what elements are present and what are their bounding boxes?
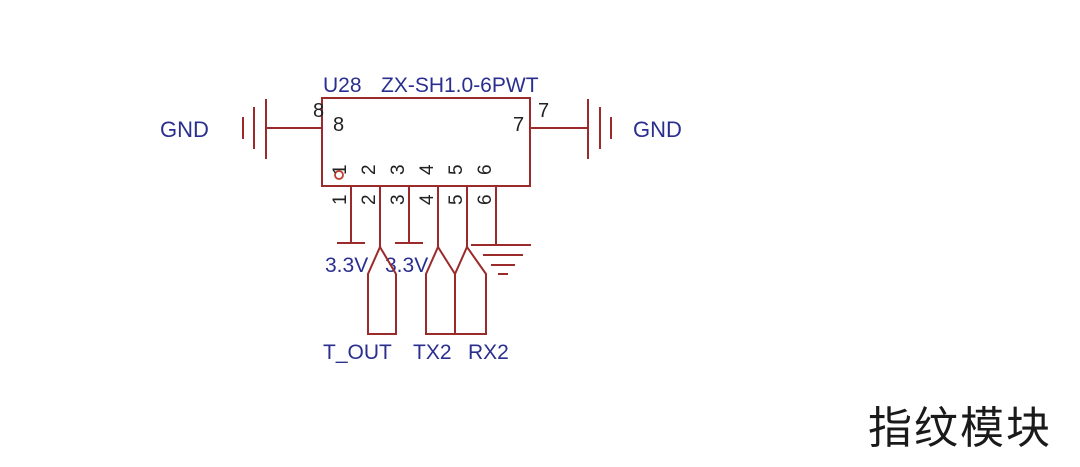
outer-pin-5: 5	[446, 194, 467, 205]
right-pin-outer-number: 7	[538, 100, 549, 122]
right-pin-inner-number: 7	[513, 114, 524, 136]
outer-pin-numbers: 1 2 3 4 5 6	[330, 194, 496, 205]
component-body	[321, 97, 531, 187]
pin6-ground-symbol	[471, 185, 531, 275]
pin1-marker-icon	[334, 170, 344, 180]
caption-title: 指纹模块	[868, 403, 1052, 454]
port-label-tx2: TX2	[413, 341, 452, 364]
component-part-number: ZX-SH1.0-6PWT	[381, 74, 539, 97]
left-pin-outer-number: 8	[313, 100, 324, 122]
gnd-symbol-right	[529, 99, 612, 159]
inner-pin-3: 3	[388, 164, 409, 175]
outer-pin-2: 2	[359, 194, 380, 205]
inner-pin-5: 5	[446, 164, 467, 175]
outer-pin-6: 6	[475, 194, 496, 205]
port-label-t-out: T_OUT	[323, 341, 392, 364]
gnd-symbol-left	[242, 99, 323, 159]
gnd-label-right: GND	[633, 117, 682, 142]
component-designator: U28	[323, 74, 362, 97]
power-label-2: 3.3V	[385, 254, 428, 277]
left-pin-inner-number: 8	[333, 114, 344, 136]
outer-pin-1: 1	[330, 194, 351, 205]
port-label-rx2: RX2	[468, 341, 509, 364]
pin3-power-symbol	[395, 185, 423, 244]
pin4-port-symbol	[425, 185, 456, 335]
pin5-port-symbol	[454, 185, 487, 335]
outer-pin-4: 4	[417, 194, 438, 205]
outer-pin-3: 3	[388, 194, 409, 205]
inner-pin-1: 1	[330, 164, 351, 175]
inner-pin-numbers: 1 2 3 4 5 6	[330, 164, 496, 175]
gnd-label-left: GND	[160, 117, 209, 142]
pin2-port-symbol	[367, 185, 397, 335]
inner-pin-4: 4	[417, 164, 438, 175]
inner-pin-6: 6	[475, 164, 496, 175]
power-label-1: 3.3V	[325, 254, 368, 277]
pin1-power-symbol	[337, 185, 365, 244]
inner-pin-2: 2	[359, 164, 380, 175]
